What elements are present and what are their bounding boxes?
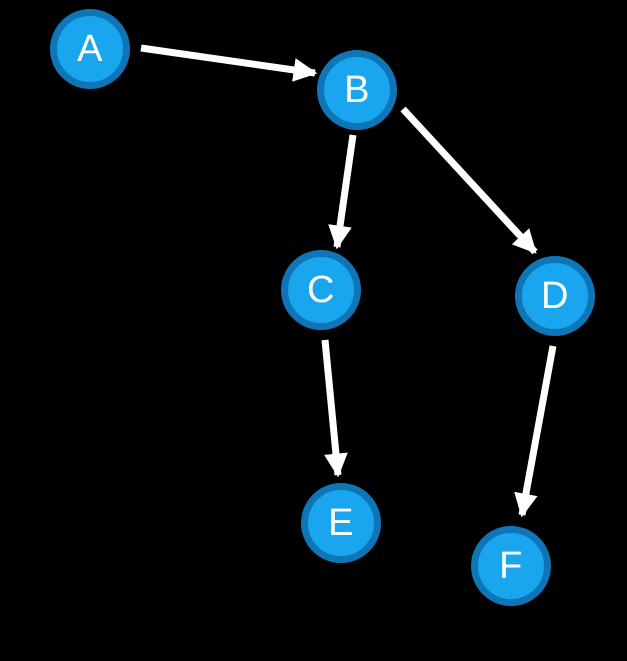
- node-E[interactable]: E: [301, 483, 381, 563]
- node-label-B: B: [344, 69, 370, 111]
- node-label-E: E: [328, 502, 354, 544]
- node-label-A: A: [77, 28, 103, 70]
- edge-B-D: [400, 106, 538, 255]
- node-A[interactable]: A: [50, 9, 130, 89]
- node-label-D: D: [541, 275, 569, 317]
- node-B[interactable]: B: [317, 50, 397, 130]
- edge-C-E: [321, 339, 348, 478]
- node-label-F: F: [499, 545, 523, 587]
- edge-A-B: [140, 44, 318, 82]
- node-D[interactable]: D: [515, 256, 595, 336]
- edge-D-F: [514, 345, 557, 518]
- node-C[interactable]: C: [281, 250, 361, 330]
- node-F[interactable]: F: [471, 526, 551, 606]
- edge-B-C: [328, 134, 357, 250]
- node-label-C: C: [307, 269, 335, 311]
